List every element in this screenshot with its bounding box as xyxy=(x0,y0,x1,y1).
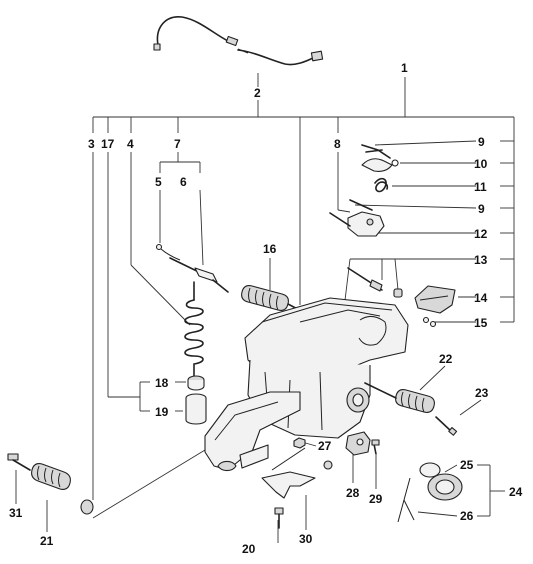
callout-5: 5 xyxy=(155,175,162,189)
callout-7: 7 xyxy=(174,137,181,151)
callout-18: 18 xyxy=(155,376,169,390)
callout-10: 10 xyxy=(474,157,488,171)
callout-11: 11 xyxy=(474,180,487,194)
handle-housing xyxy=(204,297,409,472)
screw-29 xyxy=(371,439,380,455)
callout-8: 8 xyxy=(334,137,341,151)
callout-25: 25 xyxy=(460,458,474,472)
callout-12: 12 xyxy=(474,227,488,241)
callout-23: 23 xyxy=(475,386,489,400)
callout-4: 4 xyxy=(127,137,134,151)
screw-15 xyxy=(422,316,437,328)
rubber-bellows-21 xyxy=(31,463,71,490)
callout-27: 27 xyxy=(318,439,332,453)
spring xyxy=(184,281,204,377)
buffer-28 xyxy=(345,431,371,456)
throttle-trigger-parts xyxy=(329,144,399,237)
callout-13: 13 xyxy=(474,253,488,267)
callout-2: 2 xyxy=(254,86,261,100)
throttle-cable xyxy=(153,16,324,66)
callout-3: 3 xyxy=(88,137,95,151)
throttle-rod xyxy=(169,257,229,293)
callout-labels: 1 2 3 17 4 7 5 6 8 9 10 11 9 12 13 14 15… xyxy=(9,61,523,556)
rubber-buffer xyxy=(185,375,207,425)
callout-26: 26 xyxy=(460,509,474,523)
callout-9b: 9 xyxy=(478,202,485,216)
leader-lines xyxy=(15,73,515,543)
screw-20 xyxy=(274,507,284,529)
callout-14: 14 xyxy=(474,291,488,305)
screw-23 xyxy=(435,416,458,436)
rubber-bellows-16 xyxy=(241,285,306,314)
rubber-bellows-22 xyxy=(364,382,435,413)
callout-30: 30 xyxy=(299,532,313,546)
callout-15: 15 xyxy=(474,316,488,330)
bracket-30 xyxy=(261,447,333,499)
callout-17: 17 xyxy=(101,137,115,151)
callout-19: 19 xyxy=(155,405,169,419)
callout-9a: 9 xyxy=(478,135,485,149)
fuel-cap xyxy=(397,462,463,523)
callout-28: 28 xyxy=(346,486,360,500)
nut-27 xyxy=(293,437,306,449)
cover-14 xyxy=(414,285,456,314)
callout-29: 29 xyxy=(369,492,383,506)
washer-3 xyxy=(80,499,94,515)
throttle-pin xyxy=(347,267,403,298)
callout-20: 20 xyxy=(242,542,256,556)
callout-24: 24 xyxy=(509,485,523,499)
choke-rod xyxy=(155,243,181,261)
callout-16: 16 xyxy=(263,242,277,256)
callout-1: 1 xyxy=(401,61,408,75)
callout-6: 6 xyxy=(180,175,187,189)
callout-22: 22 xyxy=(439,352,453,366)
callout-31: 31 xyxy=(9,506,23,520)
screw-31 xyxy=(7,453,31,471)
callout-21: 21 xyxy=(40,534,54,548)
